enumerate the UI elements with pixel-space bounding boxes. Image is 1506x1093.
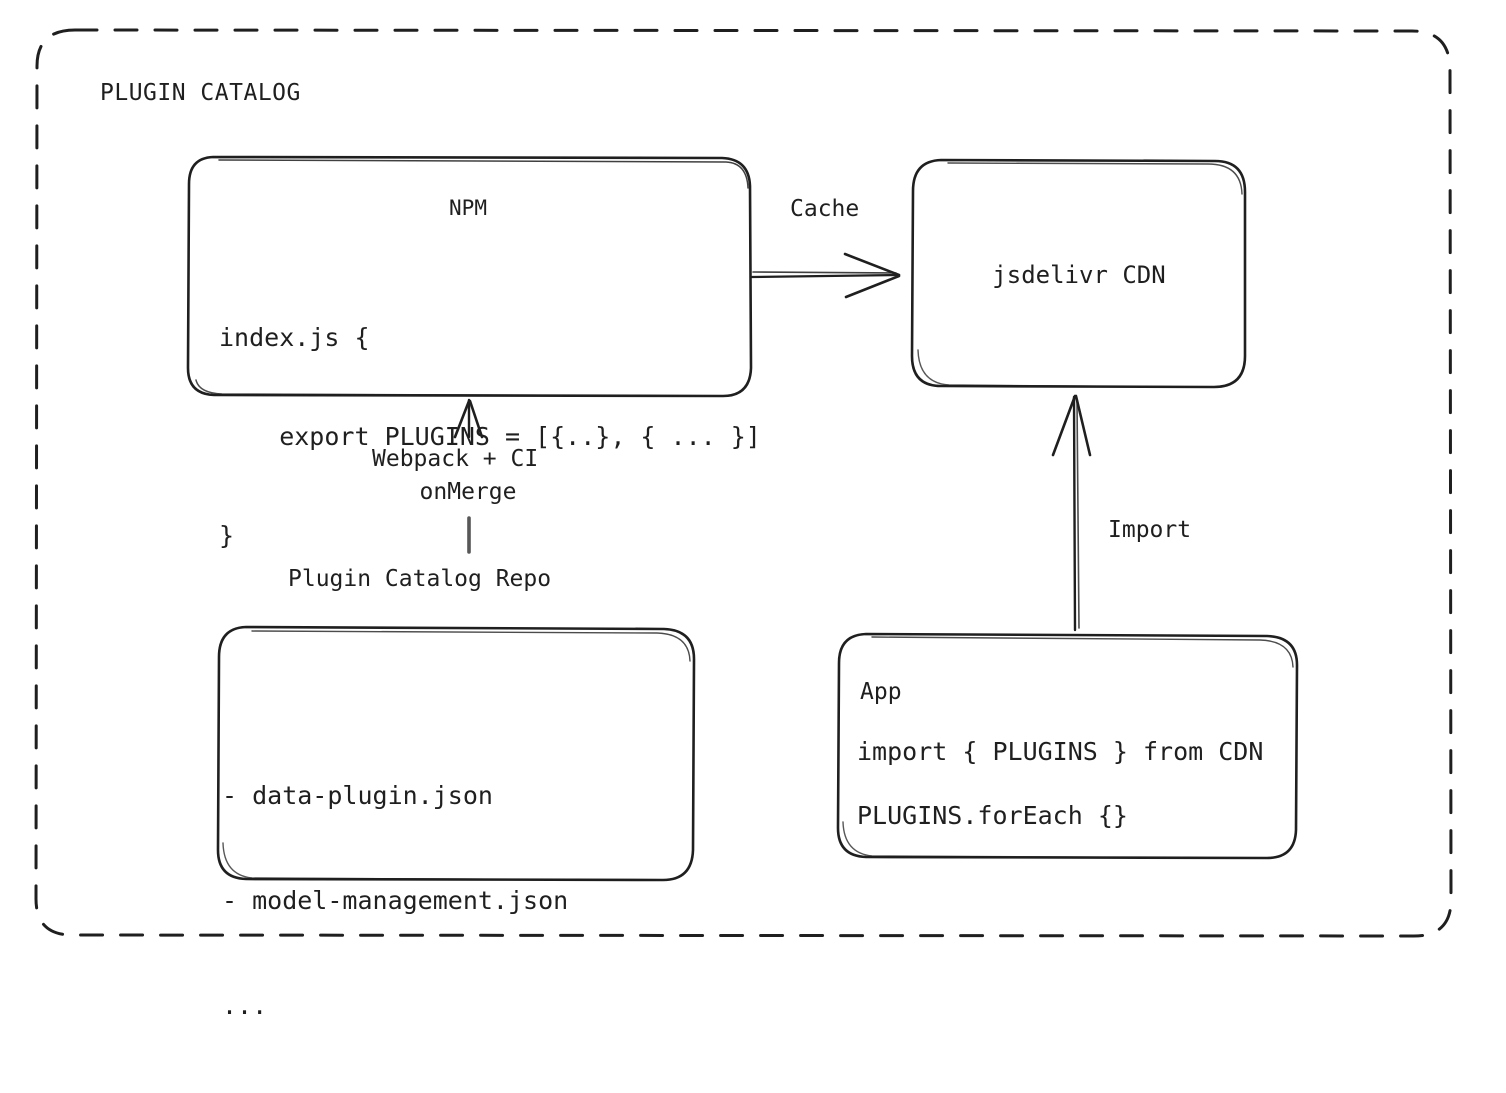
page-title: PLUGIN CATALOG <box>100 80 301 106</box>
npm-code-line: index.js { <box>219 323 370 352</box>
import-arrow <box>1051 394 1092 632</box>
cdn-node[interactable] <box>912 160 1245 387</box>
cache-arrow <box>750 252 901 299</box>
cache-edge-label: Cache <box>790 196 860 222</box>
diagram-canvas: PLUGIN CATALOG NPM index.js { export PLU… <box>34 28 1453 1020</box>
build-edge-label-line2: onMerge <box>419 479 517 505</box>
app-node[interactable] <box>838 634 1297 858</box>
npm-code-block: index.js { export PLUGINS = [{..}, { ...… <box>219 255 761 618</box>
repo-file-item: - data-plugin.json <box>222 781 493 810</box>
npm-node[interactable] <box>188 157 751 396</box>
import-edge-label: Import <box>1108 517 1192 543</box>
npm-code-line: export PLUGINS = [{..}, { ... }] <box>219 422 761 451</box>
app-code-line-foreach: PLUGINS.forEach {} <box>857 801 1128 830</box>
cdn-node-title: jsdelivr CDN <box>992 261 1166 289</box>
repo-node[interactable] <box>218 627 694 880</box>
app-node-title: App <box>860 679 902 705</box>
app-code-line-import: import { PLUGINS } from CDN <box>857 737 1264 766</box>
npm-code-line: } <box>219 521 235 550</box>
repo-file-list: - data-plugin.json - model-management.js… <box>222 708 568 1093</box>
repo-file-item: ... <box>222 991 268 1020</box>
build-edge-label-line1: Webpack + CI <box>372 446 539 472</box>
repo-file-item: - model-management.json <box>222 886 569 915</box>
repo-node-label: Plugin Catalog Repo <box>288 566 552 592</box>
npm-node-title: NPM <box>449 196 487 220</box>
